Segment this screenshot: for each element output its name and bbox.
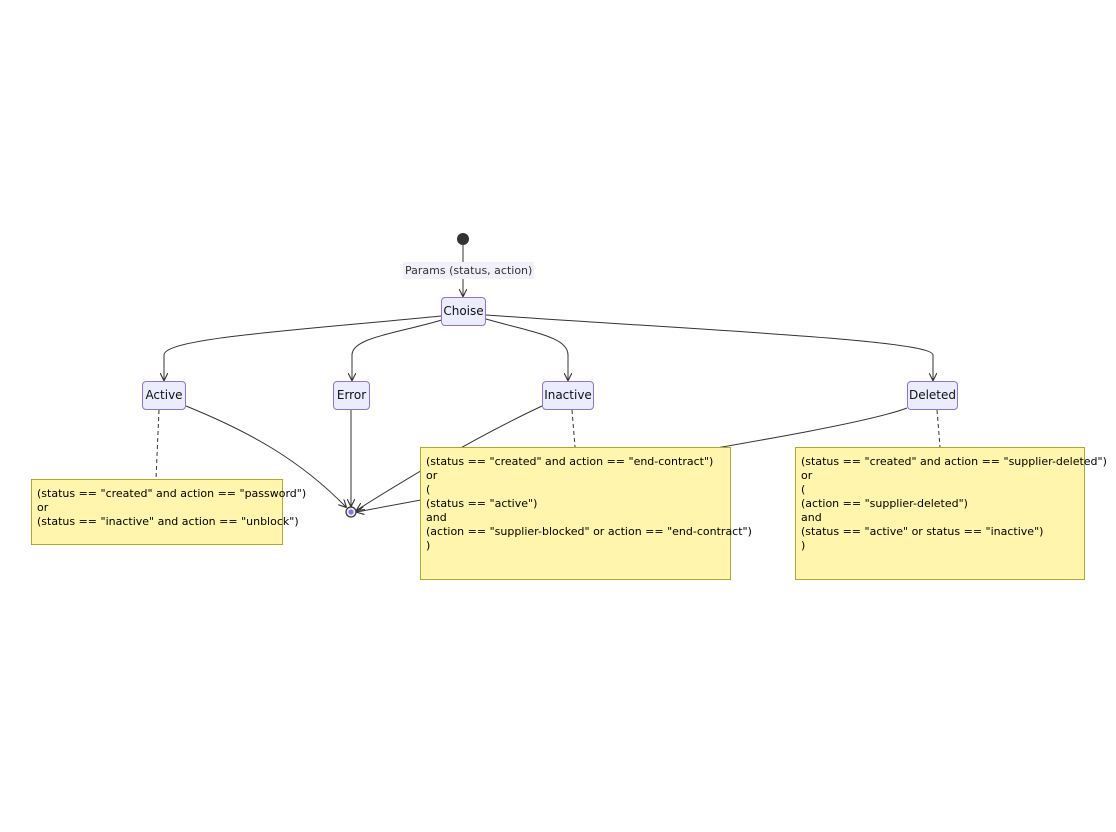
edge-choise-to-inactive [485, 318, 568, 380]
note-active: (status == "created" and action == "pass… [31, 479, 307, 545]
note-line: (status == "inactive" and action == "unb… [37, 515, 299, 528]
edge-active-to-end [185, 405, 346, 507]
state-inactive[interactable]: Inactive [542, 381, 594, 410]
note-line: or [801, 469, 813, 482]
note-line: (status == "created" and action == "pass… [37, 487, 307, 500]
note-link-active [155, 409, 160, 480]
note-link-deleted [936, 409, 941, 448]
note-line: or [426, 469, 438, 482]
note-line: (status == "active" or status == "inacti… [801, 525, 1044, 538]
note-line: (status == "created" and action == "end-… [426, 455, 714, 468]
note-link-inactive [571, 409, 576, 448]
transition-label: Params (status, action) [403, 262, 535, 279]
edge-choise-to-active [164, 315, 442, 380]
state-deleted[interactable]: Deleted [907, 381, 958, 410]
note-line: and [426, 511, 447, 524]
end-state-inner-icon [348, 509, 354, 515]
note-line: (action == "supplier-deleted") [801, 497, 968, 510]
note-line: (status == "active") [426, 497, 538, 510]
note-line: (status == "created" and action == "supp… [801, 455, 1107, 468]
state-active[interactable]: Active [142, 381, 186, 410]
note-deleted: (status == "created" and action == "supp… [795, 447, 1107, 580]
note-line: (action == "supplier-blocked" or action … [426, 525, 752, 538]
note-line: and [801, 511, 822, 524]
note-line: ( [426, 483, 431, 496]
note-line: ) [801, 539, 806, 552]
state-error[interactable]: Error [333, 381, 370, 410]
edge-choise-to-deleted [485, 314, 933, 380]
note-inactive: (status == "created" and action == "end-… [420, 447, 752, 580]
start-state-icon [457, 233, 469, 245]
state-choise[interactable]: Choise [441, 297, 486, 326]
note-line: ) [426, 539, 431, 552]
note-line: or [37, 501, 49, 514]
edge-choise-to-error [352, 318, 446, 380]
note-line: ( [801, 483, 806, 496]
